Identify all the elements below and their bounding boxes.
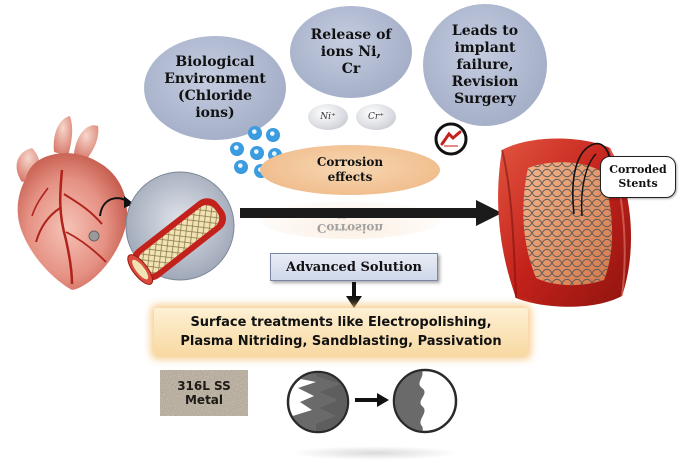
rough-surface-icon — [286, 370, 350, 434]
main-arrow — [240, 200, 502, 226]
advanced-solution-box: Advanced Solution — [270, 253, 438, 281]
down-arrow — [346, 282, 362, 308]
chloride-ion-dot — [250, 146, 264, 160]
biological-environment-label: Biological Environment (Chloride ions) — [164, 54, 266, 121]
revision-surgery-icon — [434, 122, 468, 156]
nickel-ion-label: Ni⁺ — [320, 112, 336, 122]
corrosion-effects-pill: Corrosion effects — [260, 145, 440, 195]
corroded-stent-artery-illustration — [498, 138, 632, 307]
stented-artery-illustration — [125, 171, 235, 285]
surface-treatments-label: Surface treatments like Electropolishing… — [180, 315, 502, 349]
chloride-ion-dot — [248, 126, 262, 140]
nickel-ion-ball: Ni⁺ — [308, 104, 348, 130]
chromium-ion-ball: Cr⁺ — [356, 104, 396, 130]
implant-failure-label: Leads to implant failure, Revision Surge… — [451, 22, 519, 107]
corroded-stents-label: Corroded Stents — [609, 163, 667, 190]
implant-failure-bubble: Leads to implant failure, Revision Surge… — [423, 4, 547, 126]
corrosion-effects-label: Corrosion effects — [316, 155, 384, 184]
advanced-solution-label: Advanced Solution — [286, 259, 422, 275]
biological-environment-bubble: Biological Environment (Chloride ions) — [144, 36, 286, 140]
heart-illustration — [16, 116, 128, 290]
icon-shadow — [290, 446, 460, 460]
smooth-surface-icon — [392, 368, 458, 434]
ion-release-bubble: Release of ions Ni, Cr — [290, 6, 412, 98]
corroded-stents-box: Corroded Stents — [600, 156, 676, 198]
transformation-arrow — [355, 393, 389, 407]
metal-label: 316L SS Metal — [177, 379, 231, 407]
surface-treatments-box: Surface treatments like Electropolishing… — [154, 308, 528, 356]
chromium-ion-label: Cr⁺ — [368, 112, 384, 122]
ion-release-label: Release of ions Ni, Cr — [310, 26, 392, 77]
chloride-ion-dot — [266, 128, 280, 142]
metal-texture-swatch — [160, 370, 248, 416]
chloride-ion-dot — [234, 160, 248, 174]
metal-label-overlay: 316L SS Metal — [160, 370, 248, 416]
chloride-ion-dot — [230, 142, 244, 156]
